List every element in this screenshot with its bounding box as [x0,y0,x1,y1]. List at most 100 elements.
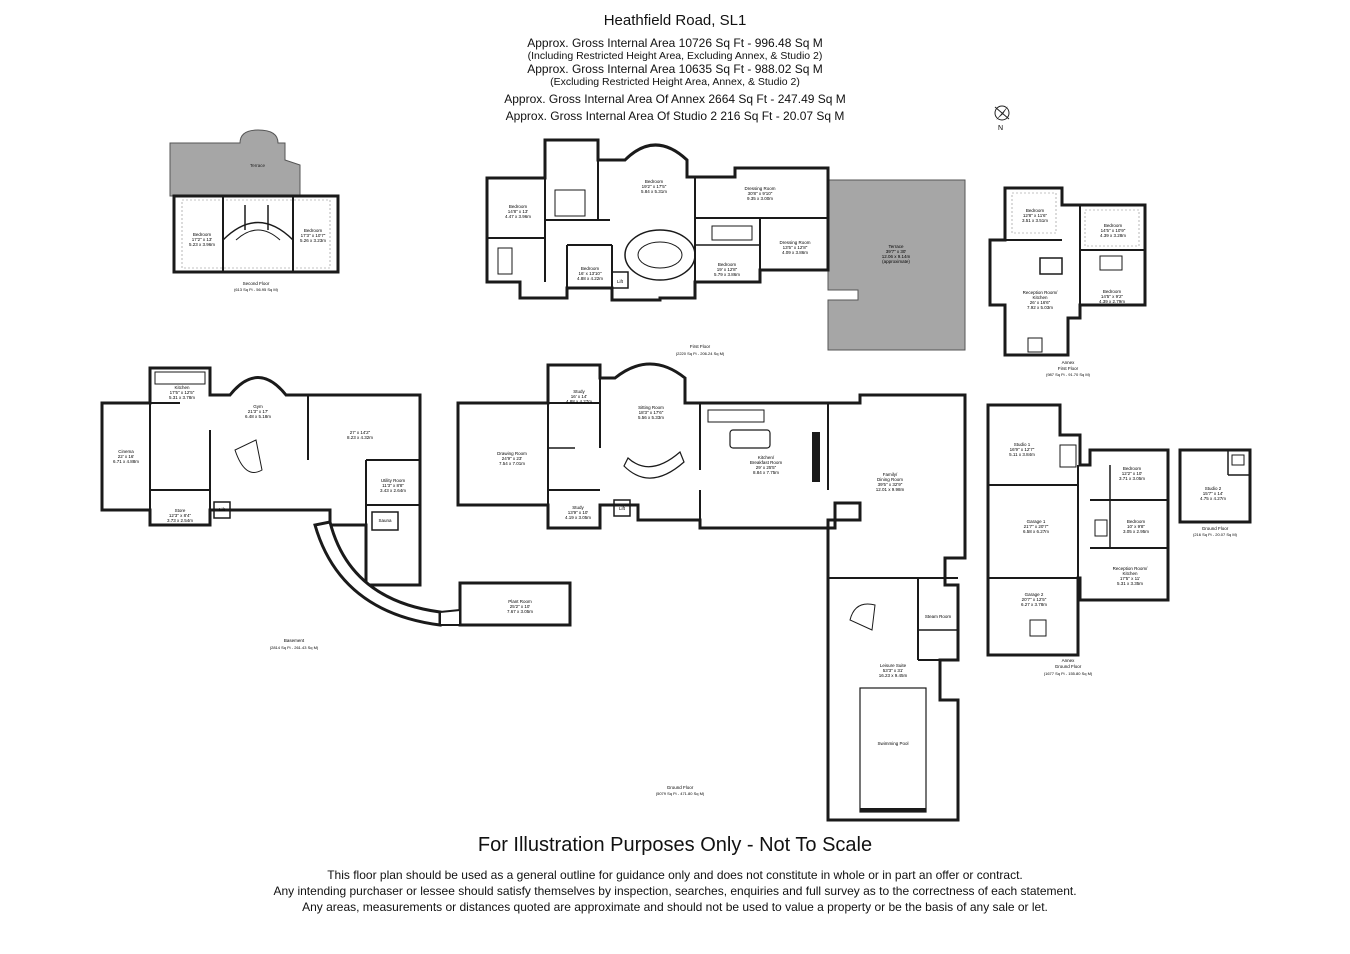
area-line-annex: Approx. Gross Internal Area Of Annex 266… [504,92,846,106]
room-dim-metric: 6.48 x 5.18m [245,414,271,419]
room-dim-metric: 16.23 x 9.45m [879,673,908,678]
room-name: Cinema [118,449,134,454]
room-dim-metric: 8.23 x 4.32m [347,435,373,440]
disclaimer-line-3: Any areas, measurements or distances quo… [302,900,1048,914]
disclaimer-line-1: This floor plan should be used as a gene… [327,868,1023,882]
room-dim-imperial: 24'9" x 23' [502,456,523,461]
room-name: Bedroom [581,266,600,271]
second-floor-plan [169,129,340,274]
room-name: Bedroom [1127,519,1146,524]
room-dim-metric: 3.51 x 3.51m [1022,218,1048,223]
room-dim-imperial: 14'8" x 13' [508,209,529,214]
room-name: Bedroom [1026,208,1045,213]
room-name: Bedroom [193,232,212,237]
room-dim-imperial: 16'9" x 12'7" [1010,447,1035,452]
room-dim-imperial: 12'8" x 11'6" [1023,213,1048,218]
room-dim-imperial: 29' x 25'5" [756,465,777,470]
room-name: Bedroom [718,262,737,267]
room-dim-metric: 4.88 x 4.27m [566,399,592,404]
room-dim-imperial: 10' x 9'8" [1127,524,1145,529]
room-dim-imperial: 53'3" x 31' [883,668,904,673]
room-name: Bedroom [1104,223,1123,228]
room-dim-imperial: 16' x 14' [571,394,588,399]
room-name: Kitchen/ [758,455,775,460]
room-dim-metric: 8.84 x 7.75m [753,470,779,475]
floor-name: Basement [284,638,305,643]
compass-label: N [998,125,1003,132]
room-dim-metric: 5.23 x 3.96m [189,242,215,247]
room-dim-imperial: 21'7" x 20'7" [1024,524,1049,529]
room-name: Store [175,508,186,513]
room-name: Lift [617,279,624,284]
room-dim-metric: 3.73 x 2.54m [167,518,193,523]
floor-name-line2: First Floor [1058,366,1079,371]
room-dim-metric: 5.31 x 3.78m [169,395,195,400]
room-name: Utility Room [381,478,406,483]
floor-area: (1677 Sq Ft - 155.80 Sq M) [1044,671,1093,676]
room-dim-imperial: 17'5" x 11' [1120,576,1140,581]
studio-2-plan [1178,448,1252,524]
room-dim-metric: 3.05 x 2.95m [1123,529,1149,534]
first-floor-terrace [827,179,966,351]
room-dim-metric: 6.27 x 3.78m [1021,602,1047,607]
floor-area: (2814 Sq Ft - 261.43 Sq M) [270,645,319,650]
floor-area: (613 Sq Ft - 56.95 Sq M) [234,287,279,292]
room-dim-metric: 3.43 x 2.64m [380,488,406,493]
room-dim-metric: 6.71 x 4.88m [113,459,139,464]
room-dim-imperial: 18'3" x 17'6" [639,410,664,415]
room-dim-metric: 4.09 x 3.86m [782,250,808,255]
room-name: Bedroom [1103,289,1122,294]
room-dim-imperial: 16' x 13'10" [578,271,601,276]
area-line-2: (Including Restricted Height Area, Exclu… [527,50,823,62]
room-name: Bedroom [645,179,664,184]
floor-name: Ground Floor [1202,526,1229,531]
room-name: Garage 1 [1027,519,1046,524]
room-note: (approximate) [882,259,910,264]
ground-floor-plan [456,362,967,822]
room-name: Drawing Room [497,451,527,456]
room-name: Lift [619,506,626,511]
room-name: Study [572,505,584,510]
annex-ground-floor-plan [986,403,1170,657]
room-name-line2: Breakfast Room [750,460,783,465]
room-name: Bedroom [1123,466,1142,471]
room-name: Sitting Room [638,405,664,410]
room-dim-imperial: 17'3" x 10'7" [301,233,326,238]
room-dim-metric: 7.67 x 3.05m [507,609,533,614]
room-dim-metric: 7.54 x 7.01m [499,461,525,466]
area-line-3: Approx. Gross Internal Area 10635 Sq Ft … [527,62,823,76]
room-dim-imperial: 19' x 12'8" [717,267,738,272]
room-name: Reception Room/ [1113,566,1149,571]
room-name: Kitchen [174,385,190,390]
room-dim-metric: 12.01 x 9.98m [876,487,905,492]
room-dim-metric: 5.79 x 3.86m [714,272,740,277]
room-dim-imperial: 14'5" x 9'2" [1101,294,1124,299]
room-dim-imperial: 15'7" x 14' [1203,491,1224,496]
illustration-notice: For Illustration Purposes Only - Not To … [477,834,873,856]
room-dim-imperial: 22' x 16' [118,454,135,459]
room-dim-metric: 5.84 x 5.31m [641,189,667,194]
floor-name: First Floor [690,344,711,349]
room-name: Family/ [883,472,898,477]
room-dim-imperial: 25'2" x 10' [510,604,531,609]
room-dim-metric: 5.56 x 5.33m [638,415,664,420]
floor-name: Annex [1062,658,1076,663]
floor-area: (5079 Sq Ft - 471.80 Sq M) [656,791,705,796]
room-name: Bedroom [509,204,528,209]
room-name: Terrace [250,163,266,168]
room-name: Garage 2 [1025,592,1044,597]
room-dim-metric: 4.19 x 3.05m [565,515,591,520]
area-line-1: Approx. Gross Internal Area 10726 Sq Ft … [527,36,823,50]
room-name: Bedroom [304,228,323,233]
room-name: Dressing Room [744,186,775,191]
swimming-pool [859,687,927,813]
floor-name: Second Floor [243,281,270,286]
room-dim-imperial: 11'3" x 8'8" [382,483,404,488]
area-line-4: (Excluding Restricted Height Area, Annex… [550,76,800,88]
floor-name: Annex [1062,360,1076,365]
room-dim-imperial: 19'2" x 17'5" [642,184,667,189]
room-dim-imperial: 21'3" x 17' [248,409,269,414]
room-dim-metric: 12.06 x 9.14m [882,254,911,259]
room-name: Reception Room/ [1023,290,1059,295]
room-dim-imperial: 12'2" x 10' [1122,471,1143,476]
